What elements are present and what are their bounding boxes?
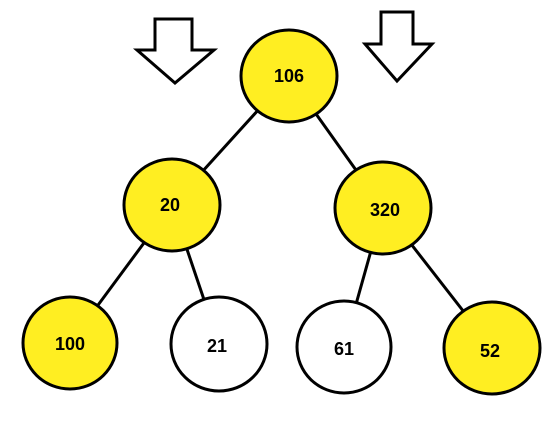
nodes-layer: 106 20 320 100 21 61 52 [21,28,542,396]
node-label-320: 320 [370,200,400,220]
node-label-61: 61 [334,339,354,359]
node-label-106: 106 [274,66,304,86]
tree-node-21: 21 [169,295,269,393]
tree-node-20: 20 [122,157,222,253]
tree-node-320: 320 [333,160,433,256]
tree-node-61: 61 [295,299,393,395]
node-label-100: 100 [55,334,85,354]
down-arrow-icon [132,17,219,85]
down-arrow-icon [361,10,436,84]
tree-node-106: 106 [239,28,339,124]
node-label-52: 52 [480,341,500,361]
tree-node-100: 100 [21,295,119,391]
node-label-21: 21 [207,336,227,356]
tree-node-52: 52 [442,300,542,396]
node-label-20: 20 [160,195,180,215]
